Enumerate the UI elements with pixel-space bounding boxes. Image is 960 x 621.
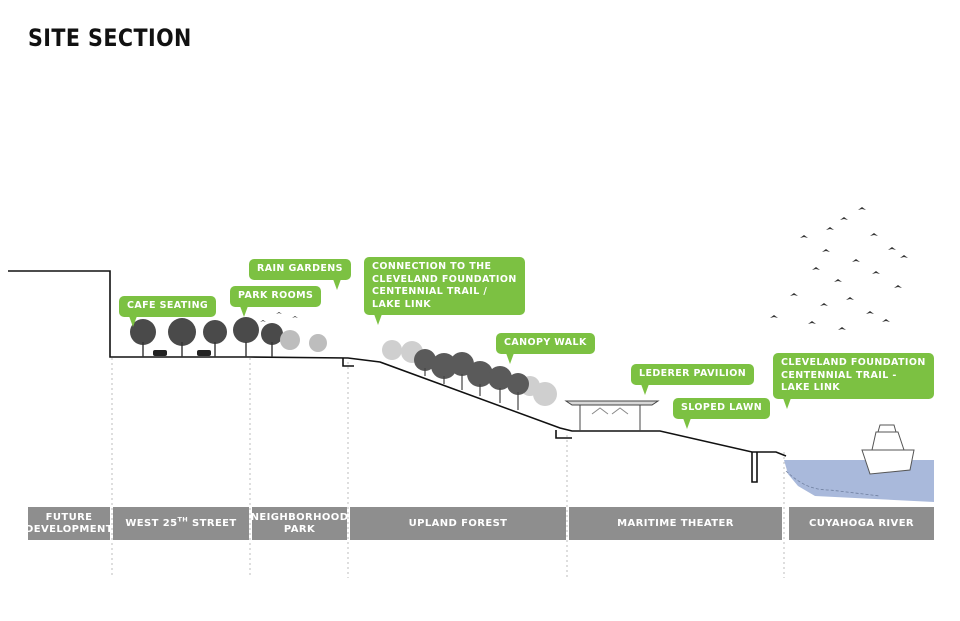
pavilion-icon [564, 400, 660, 431]
zone-label-line: NEIGHBORHOOD [250, 511, 349, 523]
callout-label: CAFE SEATING [127, 300, 209, 311]
zone-label-part: STREET [188, 517, 237, 529]
street-trees [130, 317, 327, 357]
callout-sloped-lawn: SLOPED LAWN [673, 398, 771, 428]
callout-canopy-walk: CANOPY WALK [496, 333, 595, 363]
zone-label-superscript: TH [177, 515, 189, 524]
river-water [784, 460, 934, 502]
callout-line: CENTENNIAL TRAIL / [372, 286, 488, 297]
zone-neighborhood-park: NEIGHBORHOOD PARK [250, 507, 349, 540]
zone-label: CUYAHOGA RIVER [808, 517, 915, 529]
zone-maritime-theater: MARITIME THEATER [569, 507, 782, 540]
riverbed-line [785, 470, 881, 497]
callout-cafe-seating: CAFE SEATING [119, 296, 217, 326]
callout-rain-gardens: RAIN GARDENS [249, 259, 351, 289]
zone-label: MARITIME THEATER [617, 517, 734, 529]
callout-centennial-trail: CLEVELAND FOUNDATION CENTENNIAL TRAIL - … [773, 353, 934, 408]
callout-label: LEDERER PAVILION [639, 368, 747, 379]
callout-connection-trail: CONNECTION TO THE CLEVELAND FOUNDATION C… [364, 257, 525, 325]
callout-line: CONNECTION TO THE [372, 261, 492, 272]
callout-line: CLEVELAND FOUNDATION [372, 273, 517, 285]
birds-flock [260, 207, 908, 330]
callout-label: PARK ROOMS [238, 290, 314, 301]
zone-dividers [111, 358, 785, 578]
callout-line: CENTENNIAL TRAIL - [781, 369, 897, 381]
zone-label-line: FUTURE [45, 511, 93, 523]
callout-label: CANOPY WALK [504, 337, 587, 348]
boat-icon [861, 424, 915, 475]
zone-label-line: PARK [283, 523, 316, 535]
callout-line: LAKE LINK [781, 382, 841, 393]
zone-label-line: DEVELOPMENT [25, 523, 113, 535]
zone-upland-forest: UPLAND FOREST [350, 507, 566, 540]
zone-label-part: WEST 25 [125, 517, 178, 529]
zone-west-25th-street: WEST 25TH STREET [113, 507, 249, 540]
zone-cuyahoga-river: CUYAHOGA RIVER [789, 507, 934, 540]
zone-future-development: FUTURE DEVELOPMENT [25, 507, 113, 540]
zone-label: UPLAND FOREST [408, 517, 508, 529]
callout-label: RAIN GARDENS [257, 263, 343, 274]
zone-label: WEST 25TH STREET [125, 515, 237, 530]
upland-forest-trees [382, 340, 557, 410]
callout-line: CLEVELAND FOUNDATION [781, 357, 926, 368]
page-title: SITE SECTION [28, 24, 192, 52]
callout-line: LAKE LINK [372, 298, 432, 310]
callout-park-rooms: PARK ROOMS [230, 286, 322, 316]
callout-label: SLOPED LAWN [681, 402, 763, 413]
ground-profile [8, 270, 787, 483]
callout-lederer-pavilion: LEDERER PAVILION [631, 364, 755, 394]
